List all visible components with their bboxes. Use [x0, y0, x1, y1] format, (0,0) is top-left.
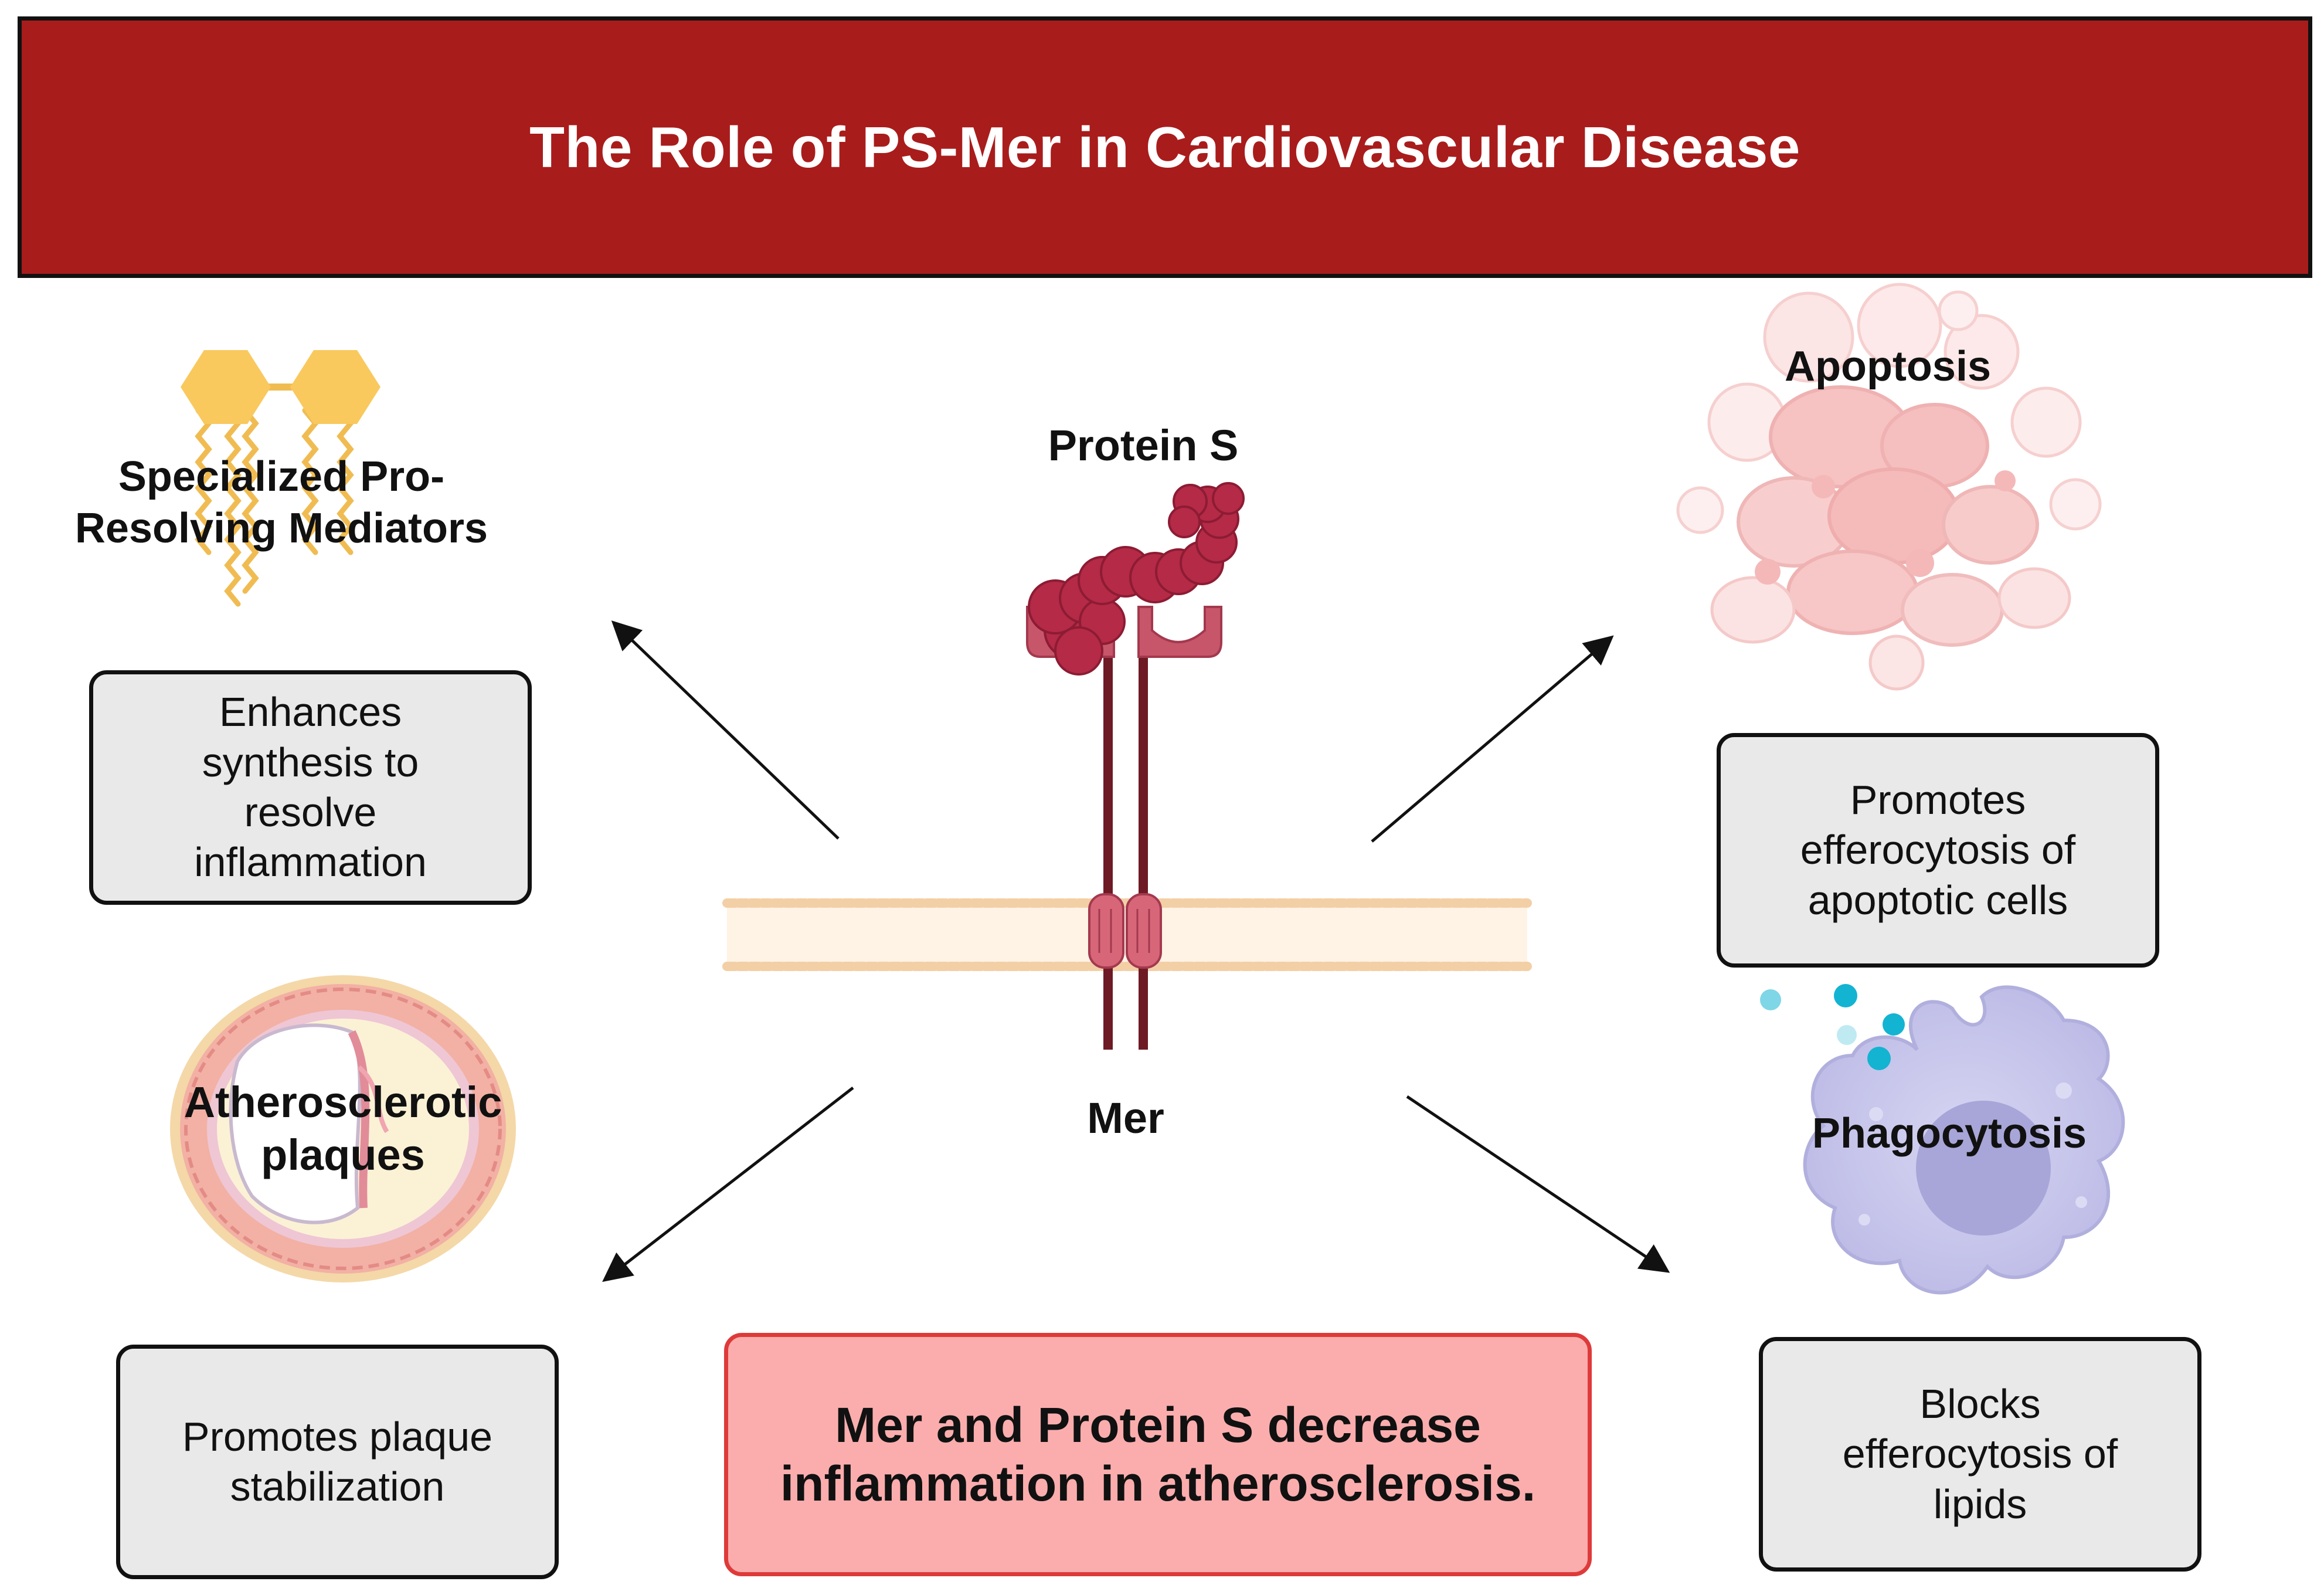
mer-label: Mer	[1087, 1094, 1164, 1142]
title-banner: The Role of PS-Mer in Cardiovascular Dis…	[18, 16, 2312, 278]
summary-box: Mer and Protein S decrease inflammation …	[724, 1333, 1592, 1576]
phagocytosis-box: Blocks efferocytosis of lipids	[1759, 1337, 2201, 1572]
mediators-box: Enhances synthesis to resolve inflammati…	[89, 670, 532, 905]
lipid-mediator-icon	[181, 350, 380, 607]
arrow-to-phagocytosis	[1406, 1095, 1670, 1273]
phagocytosis-label: Phagocytosis	[1812, 1110, 2087, 1157]
mer-receptor-icon	[1026, 606, 1222, 1050]
phagocytosis-box-text: Blocks efferocytosis of lipids	[1842, 1380, 2118, 1527]
apoptosis-box-text: Promotes efferocytosis of apoptotic cell…	[1800, 776, 2076, 923]
arrow-to-mediators	[611, 620, 840, 840]
apoptotic-cells-icon	[1676, 283, 2102, 691]
plaques-box-text: Promotes plaque stabilization	[182, 1413, 493, 1509]
artery-plaque-icon	[170, 975, 516, 1282]
protein-s-label: Protein S	[1048, 421, 1239, 470]
apoptosis-label: Apoptosis	[1785, 343, 1991, 390]
arrow-to-apoptosis	[1371, 635, 1614, 843]
plaques-label: Atherosclerotic plaques	[184, 1078, 502, 1180]
plaques-box: Promotes plaque stabilization	[116, 1345, 559, 1579]
mediators-label: Specialized Pro- Resolving Mediators	[74, 453, 488, 552]
apoptosis-box: Promotes efferocytosis of apoptotic cell…	[1717, 733, 2159, 968]
arrows	[602, 620, 1670, 1282]
macrophage-icon	[1760, 984, 2125, 1295]
arrow-to-plaques	[602, 1087, 854, 1282]
mediators-box-text: Enhances synthesis to resolve inflammati…	[194, 689, 427, 885]
page-title: The Role of PS-Mer in Cardiovascular Dis…	[529, 114, 1800, 179]
protein-s-icon	[1028, 482, 1245, 676]
summary-text: Mer and Protein S decrease inflammation …	[780, 1397, 1536, 1511]
